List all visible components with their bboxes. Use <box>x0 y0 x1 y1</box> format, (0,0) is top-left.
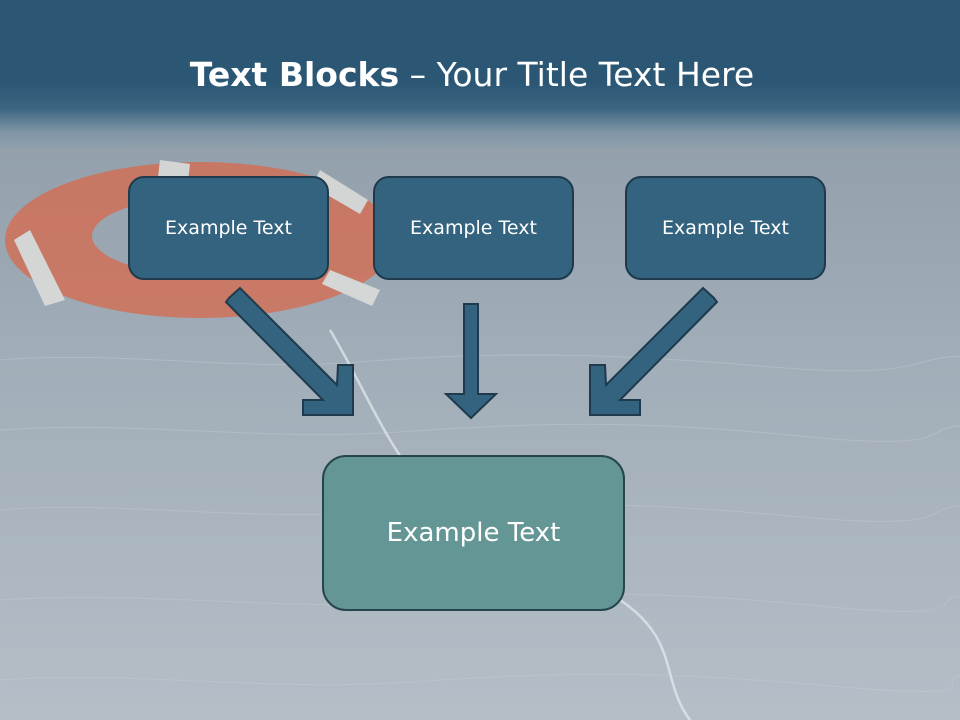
title-bold: Text Blocks <box>189 55 400 94</box>
title-rest: – Your Title Text Here <box>399 55 755 94</box>
text-block-2-label: Example Text <box>410 217 537 239</box>
text-block-3[interactable]: Example Text <box>625 176 826 280</box>
arrow-down <box>443 303 499 420</box>
arrow-right-diagonal <box>589 286 719 416</box>
title-bar: Text Blocks – Your Title Text Here <box>0 0 960 150</box>
slide-title: Text Blocks – Your Title Text Here <box>0 52 944 98</box>
text-block-1[interactable]: Example Text <box>128 176 329 280</box>
target-text-block-label: Example Text <box>386 518 561 548</box>
text-block-2[interactable]: Example Text <box>373 176 574 280</box>
target-text-block[interactable]: Example Text <box>322 455 625 611</box>
text-block-3-label: Example Text <box>662 217 789 239</box>
text-block-1-label: Example Text <box>165 217 292 239</box>
arrow-left-diagonal <box>224 286 354 416</box>
